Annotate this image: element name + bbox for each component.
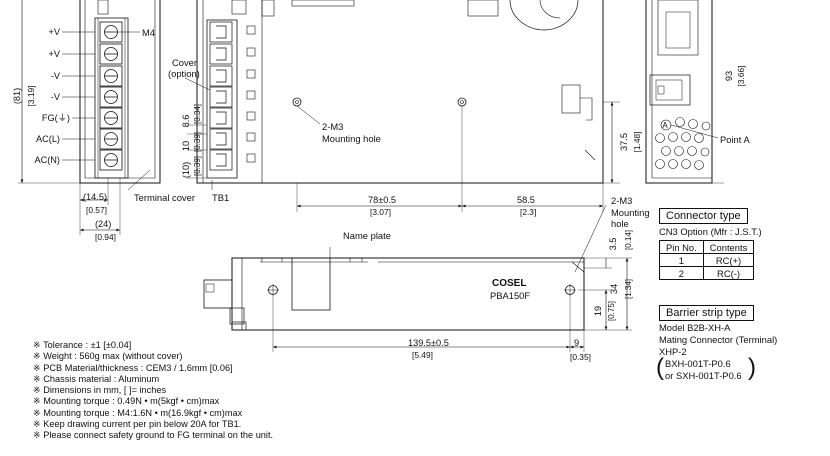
dim-37-5: 37.5 bbox=[619, 133, 629, 151]
point-a-label: Point A bbox=[720, 134, 750, 145]
connector-table: Pin No. Contents 1 RC(+) 2 RC(-) bbox=[659, 240, 755, 280]
terminal-label-6: AC(L) bbox=[36, 134, 60, 144]
note-weight: ※ Weight : 560g max (without cover) bbox=[33, 351, 183, 362]
table-cell: 1 bbox=[659, 253, 704, 267]
terminal-label-4: -V bbox=[51, 92, 61, 102]
note-dimensions: ※ Dimensions in mm, [ ]= inches bbox=[33, 385, 167, 396]
dim-139-5: 139.5±0.5 bbox=[408, 338, 449, 348]
dim-0-39: [0.39] bbox=[193, 132, 202, 152]
mounting-2m3-b-label: 2-M3 bbox=[611, 195, 632, 206]
terminal-label-1: +V bbox=[49, 27, 61, 37]
dim-3-5: 3.5 bbox=[608, 238, 618, 251]
tb1-label: TB1 bbox=[212, 192, 229, 203]
connector-type-title: Connector type bbox=[659, 208, 748, 224]
terminal-label-2: +V bbox=[49, 49, 61, 59]
mounting-b2-label: hole bbox=[611, 218, 629, 229]
dim-2-3: [2.3] bbox=[520, 207, 536, 217]
note-current: ※ Keep drawing current per pin below 20A… bbox=[33, 419, 242, 430]
dim-3-19: [3.19] bbox=[26, 86, 36, 107]
dim-0-39p: [0.39] bbox=[193, 156, 202, 176]
barrier-sxh: or SXH-001T-P0.6 bbox=[665, 370, 742, 381]
notes: ※ Tolerance : ±1 [±0.04] ※ Weight : 560g… bbox=[33, 340, 273, 442]
barrier-model: Model B2B-XH-A bbox=[659, 322, 731, 333]
dim-3-66: [3.66] bbox=[736, 66, 746, 87]
table-cell: 2 bbox=[659, 266, 704, 280]
note-chassis: ※ Chassis material : Aluminum bbox=[33, 373, 160, 384]
dim-19: 19 bbox=[593, 306, 603, 316]
model-label: PBA150F bbox=[490, 290, 530, 301]
dimension-labels: (81) [3.19] 8.6 [0.34] 10 [0.39] (10) [0… bbox=[12, 66, 746, 362]
end-view bbox=[645, 0, 724, 184]
dim-0-34: [0.34] bbox=[193, 104, 202, 124]
dim-93: 93 bbox=[724, 71, 734, 81]
dim-1-48: [1.48] bbox=[632, 132, 642, 153]
note-ground: ※ Please connect safety ground to FG ter… bbox=[33, 430, 274, 441]
mounting-hole-label: Mounting hole bbox=[322, 133, 381, 144]
dim-10: 10 bbox=[181, 141, 191, 151]
dim-0-75: [0.75] bbox=[607, 301, 616, 321]
point-a-marker: A bbox=[662, 121, 668, 130]
table-row: 1 RC(+) bbox=[659, 253, 755, 267]
dim-1-34: [1.34] bbox=[624, 279, 633, 299]
dim-0-94: [0.94] bbox=[95, 232, 116, 242]
mounting-b1-label: Mounting bbox=[611, 207, 650, 218]
note-torque-1: ※ Mounting torque : 0.49N • m(5kgf • cm)… bbox=[33, 396, 220, 407]
dim-9: 9 bbox=[574, 338, 579, 348]
dim-24: (24) bbox=[95, 219, 111, 229]
barrier-strip-title: Barrier strip type bbox=[659, 305, 754, 321]
note-tolerance: ※ Tolerance : ±1 [±0.04] bbox=[33, 340, 132, 350]
m4-label: M4 bbox=[142, 27, 155, 38]
cover-option-label: (option) bbox=[168, 68, 200, 79]
dim-0-35: [0.35] bbox=[570, 352, 591, 362]
dim-0-14: [0.14] bbox=[624, 230, 633, 250]
connector-type-subtitle: CN3 Option (Mfr : J.S.T.) bbox=[659, 226, 762, 237]
dim-58-5: 58.5 bbox=[517, 195, 535, 205]
terminal-label-5: FG(⏚) bbox=[42, 113, 70, 123]
callout-labels: M4 Cover (option) Terminal cover TB1 2-M… bbox=[134, 27, 750, 301]
terminal-screws bbox=[99, 21, 123, 171]
terminal-cover-label: Terminal cover bbox=[134, 192, 195, 203]
barrier-paren-open: ( bbox=[656, 354, 664, 381]
terminal-label-7: AC(N) bbox=[34, 155, 60, 165]
barrier-xhp: XHP-2 bbox=[659, 346, 687, 357]
dim-8-6: 8.6 bbox=[181, 115, 191, 128]
dim-78: 78±0.5 bbox=[368, 195, 396, 205]
name-plate-label: Name plate bbox=[343, 230, 391, 241]
bottom-view bbox=[203, 204, 632, 352]
dim-81: (81) bbox=[12, 88, 22, 104]
note-pcb: ※ PCB Material/thickness : CEM3 / 1.6mm … bbox=[33, 362, 233, 373]
table-header-pin: Pin No. bbox=[659, 240, 704, 254]
mounting-2m3-label: 2-M3 bbox=[322, 121, 343, 132]
dim-0-57: [0.57] bbox=[86, 205, 107, 215]
terminal-labels: +V +V -V -V FG(⏚) AC(L) AC(N) bbox=[34, 27, 70, 165]
cover-label: Cover bbox=[172, 57, 197, 68]
barrier-paren-close: ) bbox=[748, 354, 756, 381]
dim-3-07: [3.07] bbox=[370, 207, 391, 217]
note-torque-2: ※ Mounting torque : M4:1.6N • m(16.9kgf … bbox=[33, 407, 243, 418]
terminal-label-3: -V bbox=[51, 71, 61, 81]
dim-10p: (10) bbox=[181, 162, 191, 178]
dim-14-5: (14.5) bbox=[83, 192, 107, 202]
table-header-row: Pin No. Contents bbox=[659, 240, 755, 254]
table-header-contents: Contents bbox=[702, 240, 755, 254]
table-cell: RC(-) bbox=[702, 266, 755, 280]
dim-34: 34 bbox=[609, 284, 619, 294]
table-cell: RC(+) bbox=[702, 253, 755, 267]
side-view bbox=[18, 0, 161, 235]
brand-logo: COSEL bbox=[492, 278, 526, 289]
table-row: 2 RC(-) bbox=[659, 266, 755, 280]
barrier-bxh: BXH-001T-P0.6 bbox=[665, 358, 731, 369]
barrier-mating: Mating Connector (Terminal) bbox=[659, 334, 778, 345]
dim-5-49: [5.49] bbox=[412, 350, 433, 360]
top-view bbox=[184, 0, 620, 212]
